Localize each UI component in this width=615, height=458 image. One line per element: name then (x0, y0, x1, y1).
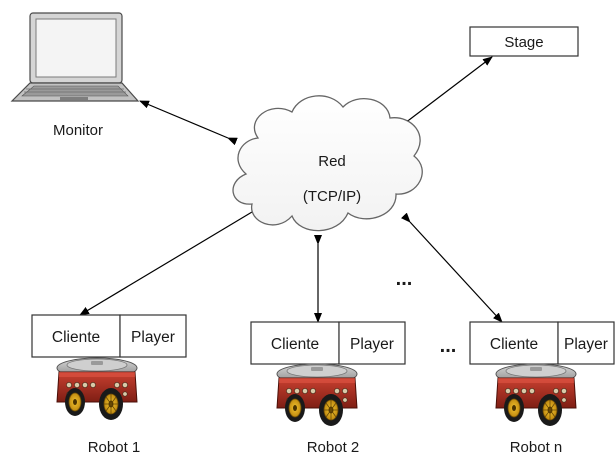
link-monitor-network (139, 100, 238, 146)
connectors (79, 56, 503, 323)
stage-box (469, 26, 579, 57)
robot-label: Robot 1 (88, 439, 141, 456)
software-stack: Cliente Player (469, 321, 615, 365)
network-label-protocol: (TCP/IP) (303, 188, 361, 205)
robot-2-node: Cliente Player Robot 2 (250, 321, 406, 456)
network-label-name: Red (318, 153, 346, 170)
link-stage-network (399, 56, 493, 129)
software-stack: Cliente Player (31, 314, 187, 358)
stage-node: Stage (469, 26, 579, 57)
robot-label: Robot 2 (307, 439, 360, 456)
pioneer-robot-icon (495, 363, 577, 427)
client-label: Cliente (52, 329, 100, 346)
robot-n-node: Cliente Player Robot n (469, 321, 615, 456)
network-cloud: Red (TCP/IP) (232, 95, 423, 232)
pioneer-robot-icon (56, 357, 138, 421)
ellipsis-upper: ... (396, 268, 413, 290)
player-label: Player (131, 329, 175, 346)
software-stack: Cliente Player (250, 321, 406, 365)
pioneer-robot-icon (276, 363, 358, 427)
ellipsis-lower: ... (440, 335, 457, 357)
robot-label: Robot n (510, 439, 563, 456)
player-label: Player (564, 336, 608, 353)
client-label: Cliente (271, 336, 319, 353)
robot-1-node: Cliente Player Robot 1 (31, 314, 187, 456)
client-label: Cliente (490, 336, 538, 353)
monitor-label: Monitor (53, 122, 103, 139)
monitor-node: Monitor (10, 12, 140, 139)
laptop-icon (10, 12, 140, 102)
stage-label: Stage (504, 34, 543, 51)
link-robot1-network (79, 203, 262, 316)
player-label: Player (350, 336, 394, 353)
link-robotn-network (400, 212, 503, 323)
